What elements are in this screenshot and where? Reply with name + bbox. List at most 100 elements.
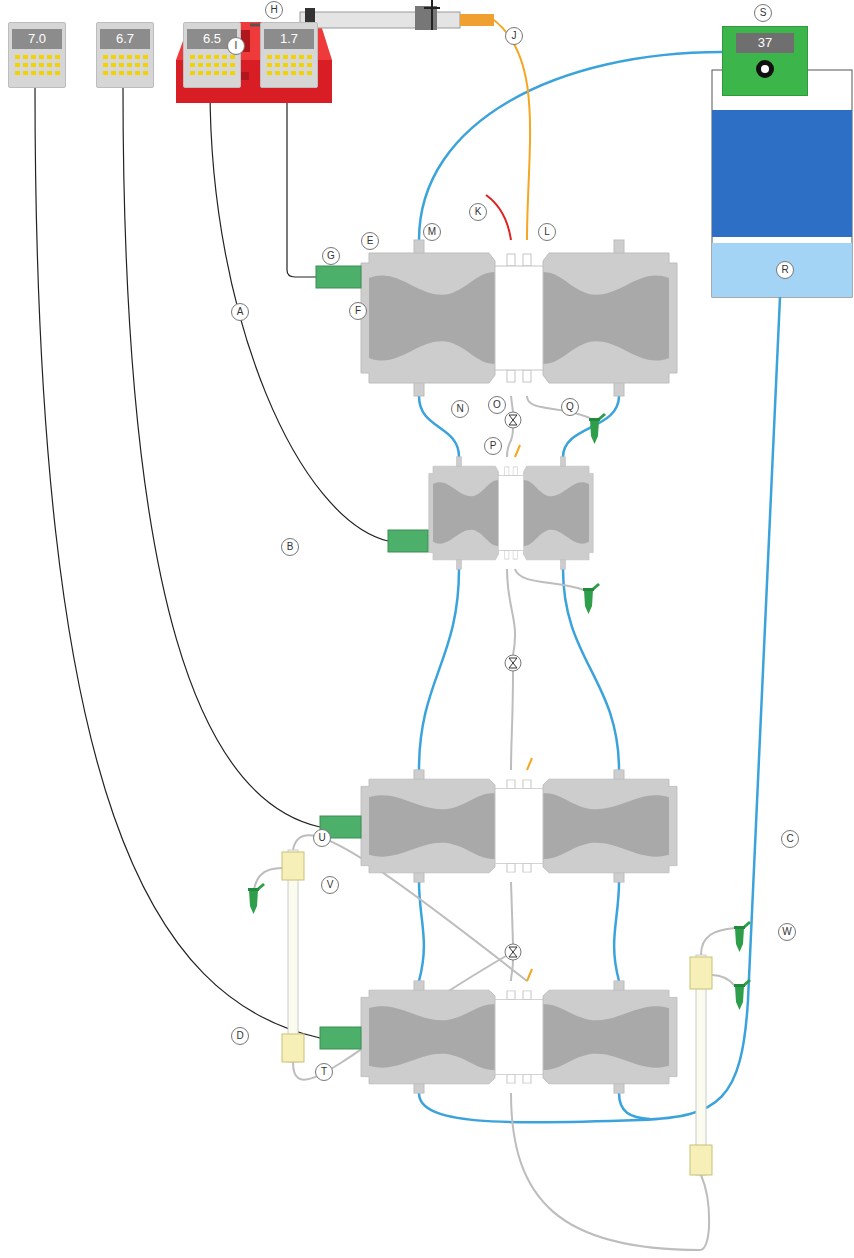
key-button xyxy=(275,55,280,59)
key-button xyxy=(206,55,211,59)
callout-letter: G xyxy=(322,247,340,265)
key-button xyxy=(127,63,132,67)
water-tubing xyxy=(563,569,619,770)
key-button xyxy=(39,71,44,75)
callout-letter: P xyxy=(484,437,502,455)
inlet-tubing xyxy=(515,445,520,457)
sample-tube xyxy=(583,583,600,614)
callout-letter: I xyxy=(227,37,245,55)
ph-meter: 6.5 xyxy=(183,22,241,88)
key-button xyxy=(307,55,312,59)
key-button xyxy=(135,63,140,67)
key-button xyxy=(15,71,20,75)
key-button xyxy=(291,63,296,67)
key-button xyxy=(47,55,52,59)
callout-letter: W xyxy=(778,923,796,941)
water-bath xyxy=(712,70,852,297)
sample-tube xyxy=(248,883,265,914)
key-button xyxy=(283,63,288,67)
key-button xyxy=(111,63,116,67)
sample-tubing xyxy=(511,882,513,944)
key-button xyxy=(55,55,60,59)
key-button xyxy=(39,55,44,59)
callout-letter: M xyxy=(423,223,441,241)
key-button xyxy=(47,71,52,75)
callout-letter: T xyxy=(315,1063,333,1081)
inlet-tubing xyxy=(486,195,511,240)
diffusion-cell xyxy=(361,981,677,1093)
callout-letter: S xyxy=(754,4,772,22)
sample-tubing xyxy=(527,396,590,418)
water-tubing xyxy=(419,569,459,770)
key-button xyxy=(143,71,148,75)
syringe-pump xyxy=(460,14,494,26)
key-button xyxy=(190,63,195,67)
probe-wire xyxy=(35,88,320,1038)
sample-tubing xyxy=(712,975,735,986)
sample-tubing xyxy=(511,1093,709,1250)
key-button xyxy=(267,71,272,75)
key-button xyxy=(143,63,148,67)
sample-tubing xyxy=(507,428,513,457)
valve-symbol xyxy=(505,655,521,671)
callout-letter: R xyxy=(776,261,794,279)
key-button xyxy=(103,71,108,75)
key-button xyxy=(275,71,280,75)
keypad xyxy=(103,55,148,75)
key-button xyxy=(103,55,108,59)
callout-letter: V xyxy=(321,876,339,894)
callout-letter: N xyxy=(451,400,469,418)
key-button xyxy=(198,63,203,67)
key-button xyxy=(135,55,140,59)
key-button xyxy=(190,55,195,59)
key-button xyxy=(15,55,20,59)
syringe-pump xyxy=(431,0,433,30)
key-button xyxy=(206,63,211,67)
callout-letter: H xyxy=(265,1,283,19)
callout-letter: C xyxy=(781,830,799,848)
display-reading: 37 xyxy=(736,33,794,53)
key-button xyxy=(198,71,203,75)
ph-probe xyxy=(316,266,361,288)
key-button xyxy=(291,71,296,75)
syringe-pump xyxy=(176,0,494,103)
key-button xyxy=(119,63,124,67)
key-button xyxy=(119,71,124,75)
sample-tube xyxy=(734,979,751,1010)
water-bath xyxy=(712,70,852,297)
sample-tubing xyxy=(507,569,515,655)
keypad xyxy=(190,55,235,75)
key-button xyxy=(55,71,60,75)
ph-meter: 7.0 xyxy=(8,22,66,88)
sample-tubing xyxy=(515,569,584,590)
key-button xyxy=(31,63,36,67)
key-button xyxy=(299,71,304,75)
sample-tube xyxy=(589,413,606,444)
display-reading: 6.7 xyxy=(100,29,150,49)
key-button xyxy=(55,63,60,67)
key-button xyxy=(39,63,44,67)
key-button xyxy=(307,71,312,75)
key-button xyxy=(135,71,140,75)
water-tubing xyxy=(619,1093,650,1119)
key-button xyxy=(103,63,108,67)
water-tubing xyxy=(419,52,722,240)
key-button xyxy=(214,55,219,59)
ph-probe xyxy=(316,266,428,1049)
filter-column xyxy=(282,1034,304,1062)
callout-letter: F xyxy=(349,302,367,320)
callout-letter: E xyxy=(361,232,379,250)
sample-tubing xyxy=(701,928,735,955)
key-button xyxy=(190,71,195,75)
inlet-tubing xyxy=(527,969,532,981)
key-button xyxy=(47,63,52,67)
filter-column xyxy=(690,1145,712,1175)
temperature-controller: 37 xyxy=(722,26,808,96)
key-button xyxy=(15,63,20,67)
water-tubing xyxy=(614,882,619,981)
diffusion-cell xyxy=(429,457,593,569)
inlet-tubing xyxy=(527,758,532,770)
key-button xyxy=(222,63,227,67)
key-button xyxy=(206,71,211,75)
key-button xyxy=(283,71,288,75)
